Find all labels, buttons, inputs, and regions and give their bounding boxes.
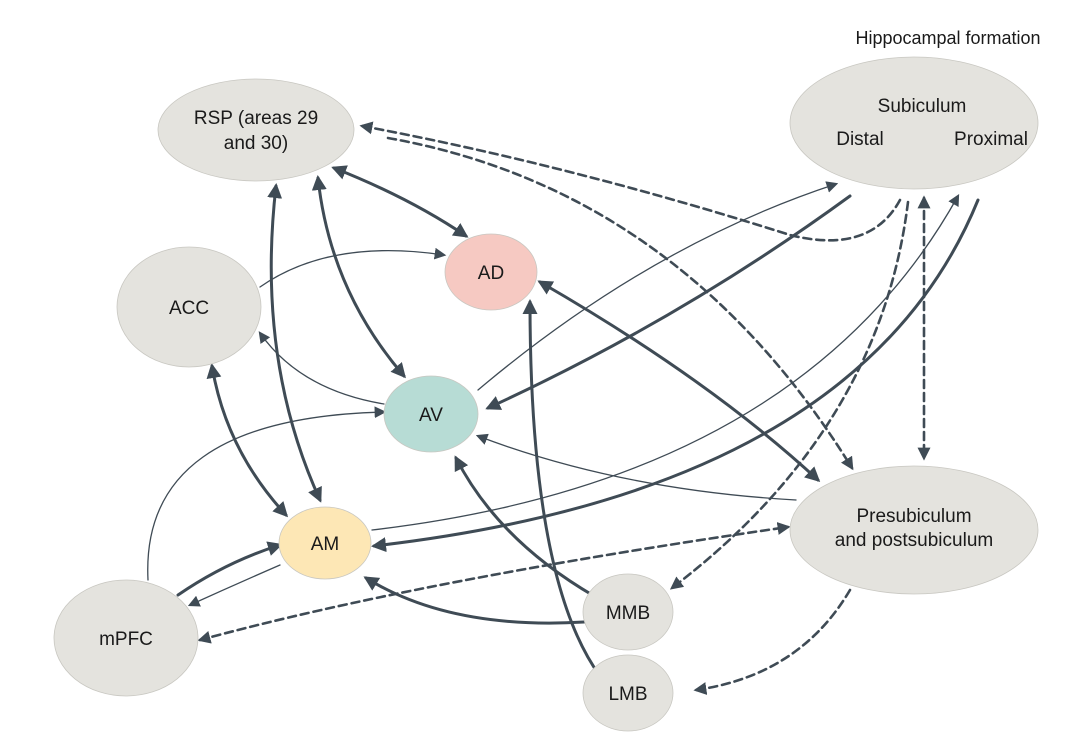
node-rsp-label-line1: RSP (areas 29 xyxy=(194,108,318,129)
connections xyxy=(147,121,980,695)
node-subiculum-shape xyxy=(789,56,1039,190)
node-presubiculum: Presubiculum and postsubiculum xyxy=(789,465,1039,595)
hippocampal-formation-title: Hippocampal formation xyxy=(855,28,1040,48)
node-presubiculum-label-line2: and postsubiculum xyxy=(835,530,993,551)
edge-am-mpfc xyxy=(187,564,281,607)
edge-rsp-ad xyxy=(331,165,469,238)
node-subiculum: Subiculum Distal Proximal xyxy=(789,56,1039,190)
node-subiculum-proximal-label: Proximal xyxy=(954,129,1028,150)
edge-acc-ad xyxy=(259,247,447,288)
edge-am-subiculum xyxy=(371,193,960,531)
node-mmb-shape xyxy=(582,573,674,651)
edge-presubiculum-av xyxy=(475,433,797,501)
edge-ad-presubiculum xyxy=(537,280,821,483)
edge-presubiculum-lmb-dashed xyxy=(693,588,852,695)
node-mpfc-shape xyxy=(53,579,199,697)
node-ad-label: AD xyxy=(478,263,504,284)
edge-rsp-presubiculum-dashed xyxy=(386,136,854,471)
edge-av-acc xyxy=(258,331,385,405)
node-rsp-shape xyxy=(157,78,355,182)
node-rsp-label-line2: and 30) xyxy=(224,133,288,154)
node-mmb-label: MMB xyxy=(606,603,650,624)
node-subiculum-distal-label: Distal xyxy=(836,129,884,150)
node-lmb-shape xyxy=(582,654,674,732)
node-acc: ACC xyxy=(116,246,262,368)
node-rsp: RSP (areas 29 and 30) xyxy=(157,78,355,182)
node-mmb: MMB xyxy=(582,573,674,651)
edge-mmb-av xyxy=(454,455,596,598)
edge-rsp-av xyxy=(311,175,406,379)
node-av: AV xyxy=(383,375,479,453)
node-lmb: LMB xyxy=(582,654,674,732)
node-am-label: AM xyxy=(311,534,340,555)
node-am-shape xyxy=(278,506,372,580)
edge-acc-am xyxy=(206,363,289,518)
node-ad: AD xyxy=(444,233,538,311)
node-presubiculum-shape xyxy=(789,465,1039,595)
node-ad-shape xyxy=(444,233,538,311)
node-am: AM xyxy=(278,506,372,580)
node-presubiculum-label-line1: Presubiculum xyxy=(856,506,971,527)
edge-mmb-presubiculum-dashed xyxy=(197,522,791,644)
node-mpfc-label: mPFC xyxy=(99,629,153,650)
edge-mpfc-av xyxy=(147,406,387,581)
node-mpfc: mPFC xyxy=(53,579,199,697)
node-av-shape xyxy=(383,375,479,453)
node-lmb-label: LMB xyxy=(608,684,647,705)
node-acc-label: ACC xyxy=(169,298,209,319)
node-subiculum-label: Subiculum xyxy=(878,96,967,117)
node-acc-shape xyxy=(116,246,262,368)
node-av-label: AV xyxy=(419,405,443,426)
edge-rsp-am xyxy=(267,183,322,503)
edge-subiculum-av xyxy=(485,194,852,410)
edge-subiculum-rsp-dashed xyxy=(359,121,902,242)
edge-mmb-am xyxy=(363,576,586,625)
edge-av-subiculum xyxy=(477,181,839,391)
